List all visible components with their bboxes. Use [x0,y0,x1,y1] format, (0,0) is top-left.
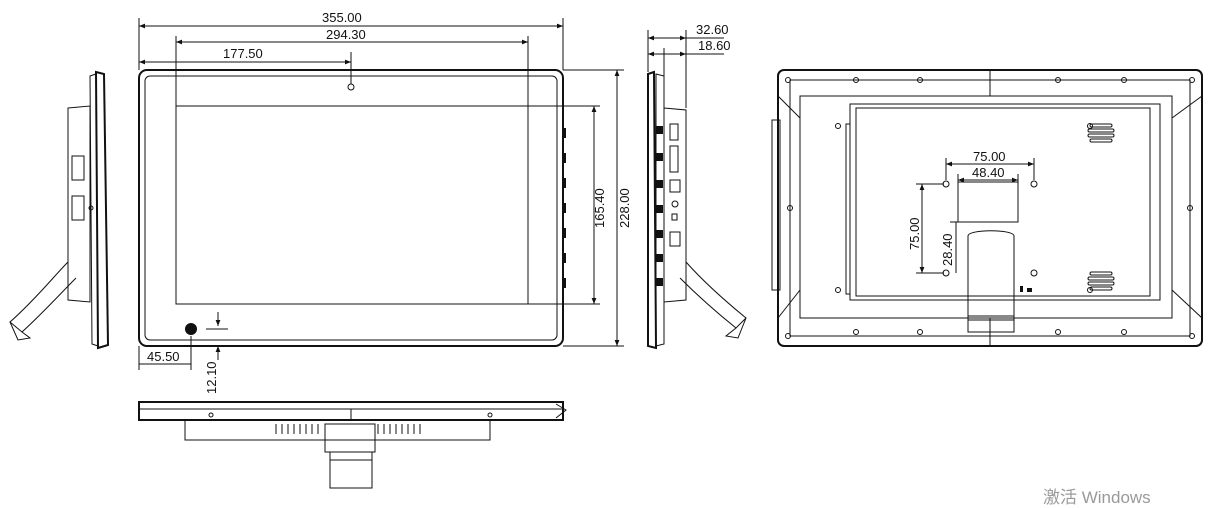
rear-view [771,69,1203,347]
power-button-icon [185,323,197,335]
bottom-view [138,401,567,489]
speaker-grille-top [1087,123,1115,143]
dim-overall-width: 355.00 [322,10,362,25]
vent-right [377,424,421,434]
front-dimensions [138,18,624,370]
dim-active-height: 165.40 [592,188,607,228]
dim-screen-width: 294.30 [326,27,366,42]
side-dimensions [647,30,724,108]
right-side-view [647,70,747,350]
front-view [138,69,566,347]
activation-watermark: 激活 Windows [1043,488,1151,507]
left-side-view [9,70,110,350]
dim-overall-height: 228.00 [617,188,632,228]
dim-depth-total: 32.60 [696,22,729,37]
dim-button-offset-y: 12.10 [204,361,219,394]
dim-half-width: 177.50 [223,46,263,61]
camera-icon [347,83,355,91]
speaker-grille-bottom [1087,271,1115,291]
lock-icon [1027,288,1032,292]
dim-vesa-small-h: 48.40 [972,165,1005,180]
dim-vesa-large-v: 75.00 [907,217,922,250]
dim-vesa-small-v: 28.40 [940,233,955,266]
vent-left [275,424,319,434]
vesa-dimensions [916,158,1035,274]
dim-vesa-large-h: 75.00 [973,149,1006,164]
dim-depth-body: 18.60 [698,38,731,53]
dim-button-offset-x: 45.50 [147,349,180,364]
